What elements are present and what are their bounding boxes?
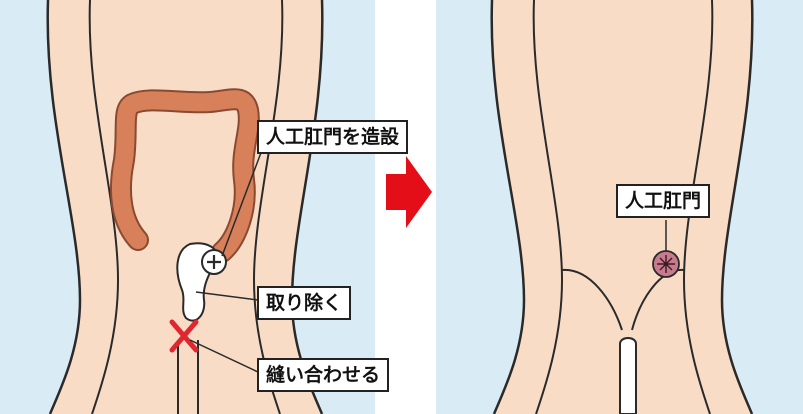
leader-suture [189,339,259,373]
after-left-body-contour [490,0,526,414]
left-inner-contour [88,0,120,414]
colon-fill [111,90,258,261]
lower-center-crease [177,340,199,414]
after-center-crease [619,337,637,414]
right-arrow-icon [386,156,432,228]
leader-remove [195,291,259,301]
transition-arrow [386,156,432,228]
left-body-contour [46,0,82,414]
stoma-opening-glyph [657,255,675,273]
label-stoma: 人工肛門 [616,184,711,218]
label-suture: 縫い合わせる [257,358,390,392]
after-right-inner-contour [682,0,714,414]
left-groin-line [561,268,623,331]
after-left-flank [436,0,524,414]
after-left-inner-contour [532,0,564,414]
after-right-body-contour [720,0,754,414]
leader-create-stoma [221,149,263,257]
left-flank [0,0,80,414]
after-right-flank [722,0,803,414]
cut-x-icon [169,319,199,353]
label-create-stoma: 人工肛門を造設 [257,120,409,154]
plus-icon-glyph [207,255,221,269]
label-remove: 取り除く [257,286,352,320]
before-panel [0,0,375,414]
